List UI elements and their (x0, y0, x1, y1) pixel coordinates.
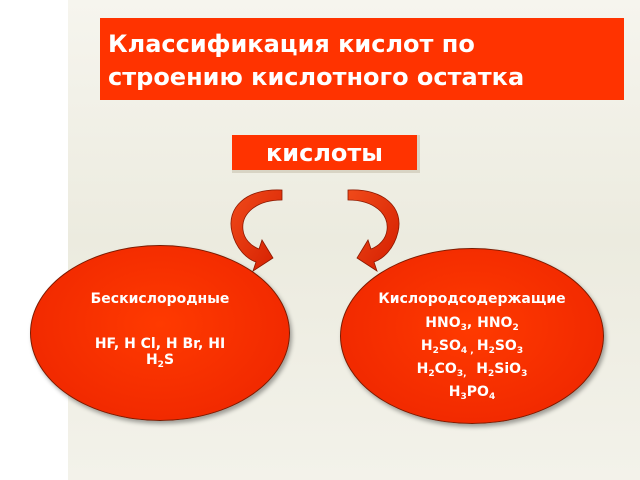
root-node: кислоты (232, 135, 420, 173)
oxygen-free-formulas-line-2: H2S (145, 352, 175, 370)
oxygen-free-acids-node: Бескислородные HF, H Cl, H Br, HI H2S (30, 245, 290, 421)
oxygen-containing-formulas-line-3: H2CO3, H2SiO3 (416, 361, 528, 379)
page-title: Классификация кислот по строению кислотн… (100, 18, 624, 100)
root-node-label: кислоты (265, 139, 383, 167)
title-line-2: строению кислотного остатка (108, 63, 525, 91)
right-branch-arrow-icon (347, 189, 400, 272)
oxygen-containing-heading: Кислородсодержащие (378, 291, 566, 307)
oxygen-free-formulas-line-1: HF, H Cl, H Br, HI (94, 336, 226, 352)
oxygen-containing-formulas-line-2: H2SO4 , H2SO3 (420, 338, 524, 356)
left-branch-arrow-icon (230, 189, 283, 272)
oxygen-containing-acids-node: Кислородсодержащие HNO3, HNO2 H2SO4 , H2… (340, 248, 604, 424)
oxygen-containing-formulas-line-4: H3PO4 (448, 384, 496, 402)
oxygen-free-heading: Бескислородные (90, 291, 230, 307)
title-line-1: Классификация кислот по (108, 30, 475, 58)
oxygen-containing-formulas-line-1: HNO3, HNO2 (425, 315, 519, 333)
